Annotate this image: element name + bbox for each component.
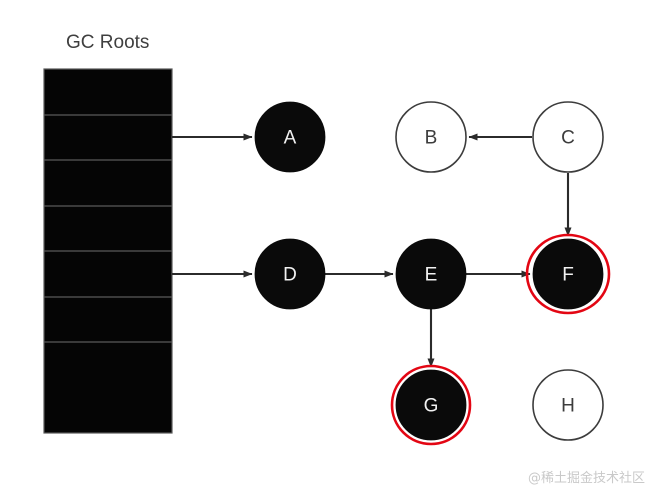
node-circle-H — [532, 369, 604, 441]
node-circle-E — [395, 238, 467, 310]
node-B[interactable]: B — [395, 101, 467, 173]
gc-roots-stack — [43, 68, 173, 434]
node-label-E: E — [425, 265, 438, 286]
node-E[interactable]: E — [395, 238, 467, 310]
gc-roots-title: GC Roots — [66, 32, 149, 53]
node-label-C: C — [561, 128, 575, 149]
node-circle-C — [532, 101, 604, 173]
node-label-G: G — [424, 396, 439, 417]
node-circle-A — [254, 101, 326, 173]
node-circle-B — [395, 101, 467, 173]
node-C[interactable]: C — [532, 101, 604, 173]
node-H[interactable]: H — [532, 369, 604, 441]
node-label-H: H — [561, 396, 575, 417]
node-circle-D — [254, 238, 326, 310]
node-label-A: A — [284, 128, 297, 149]
highlight-ring-G — [390, 364, 472, 446]
highlight-ring-F — [525, 233, 611, 315]
node-circle-G — [395, 369, 467, 441]
node-D[interactable]: D — [254, 238, 326, 310]
node-A[interactable]: A — [254, 101, 326, 173]
node-label-B: B — [425, 128, 438, 149]
node-layer: A B C D E F G H — [254, 101, 604, 441]
watermark-text: @稀土掘金技术社区 — [528, 470, 645, 486]
highlight-ring-layer — [390, 233, 611, 446]
node-label-F: F — [562, 265, 574, 286]
node-G[interactable]: G — [395, 369, 467, 441]
edge-layer — [172, 133, 572, 368]
node-circle-F — [532, 238, 604, 310]
node-label-D: D — [283, 265, 297, 286]
node-F[interactable]: F — [532, 238, 604, 310]
